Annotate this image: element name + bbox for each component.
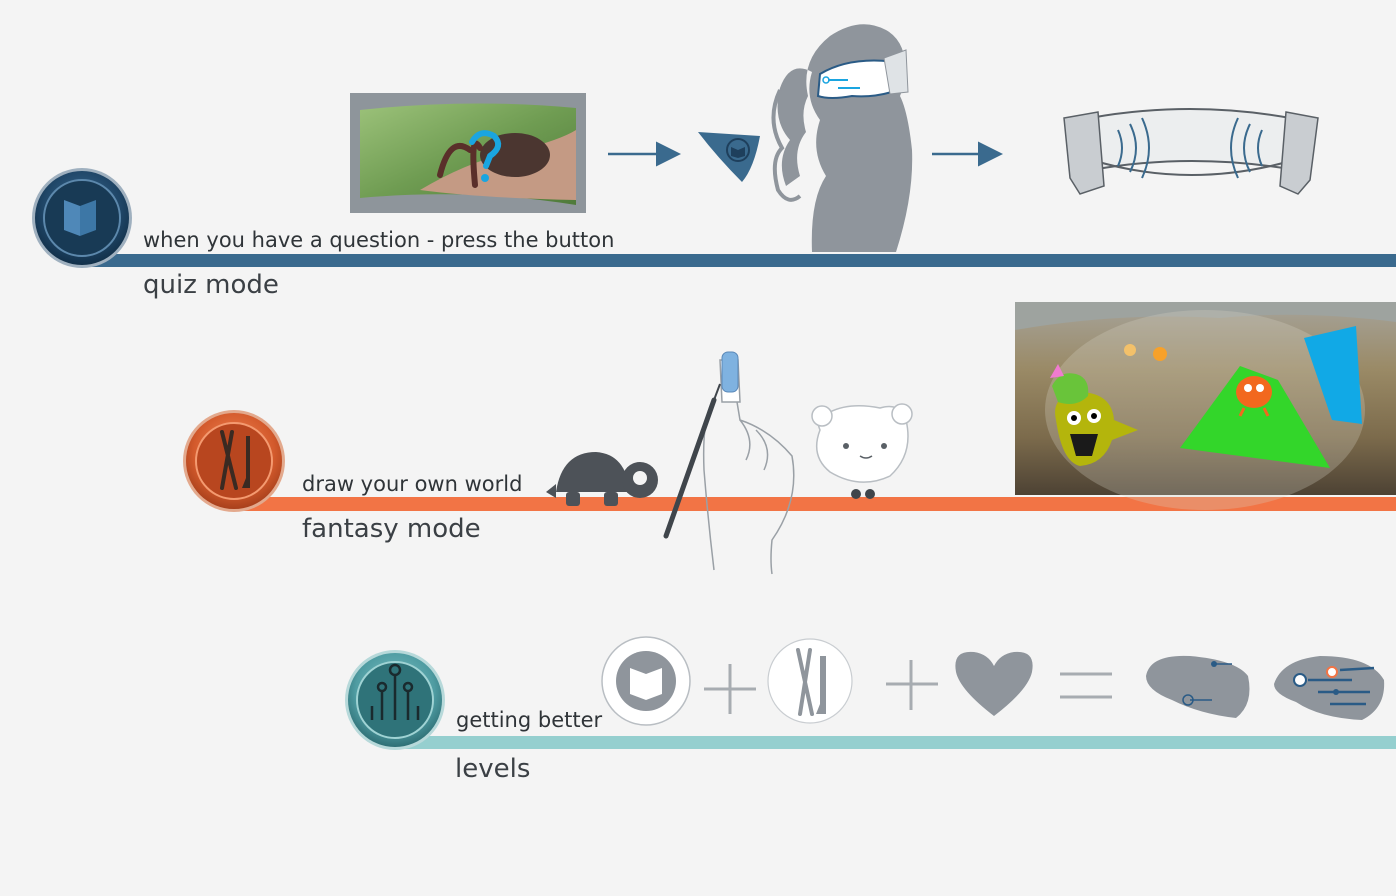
fantasy-mode-badge (183, 410, 285, 512)
circuit-icon (370, 663, 420, 720)
brush-pencil-circle-icon (767, 638, 853, 724)
blue-drawn-shape (1304, 326, 1362, 424)
question-mark-icon (469, 130, 502, 169)
orange-monster-icon (1236, 376, 1272, 417)
heart-icon (955, 651, 1033, 716)
quiz-title: quiz mode (143, 270, 279, 300)
quiz-timeline-bar (80, 254, 1396, 267)
yellow-monster-icon (1055, 392, 1138, 466)
quiz-caption: when you have a question - press the but… (143, 228, 615, 252)
brush-pencil-icon (220, 430, 250, 490)
equals-icon (1060, 672, 1112, 699)
plus-icon-1 (704, 664, 756, 714)
device-plain-icon (1146, 655, 1250, 718)
green-monster-icon (1050, 364, 1089, 404)
levels-timeline-bar (396, 736, 1396, 749)
headset-device-icon (1063, 108, 1319, 195)
bear-doodle-icon (811, 403, 913, 499)
turtle-icon (546, 452, 658, 506)
device-upgraded-icon (1274, 656, 1385, 720)
book-circle-icon (601, 636, 691, 726)
quiz-mode-badge (32, 168, 132, 268)
levels-badge (345, 650, 445, 750)
augmented-landscape-photo (1015, 302, 1396, 510)
fantasy-caption: draw your own world (302, 472, 523, 496)
plus-icon-2 (886, 660, 938, 710)
fantasy-title: fantasy mode (302, 514, 481, 544)
book-icon (64, 200, 96, 236)
levels-caption: getting better (456, 708, 603, 732)
button-device-icon (698, 132, 760, 182)
fantasy-timeline-bar (230, 497, 1396, 511)
girl-with-headset-icon (771, 24, 913, 253)
hand-with-brush-icon (663, 351, 795, 575)
levels-title: levels (455, 754, 531, 784)
beetle-photo (350, 93, 586, 213)
